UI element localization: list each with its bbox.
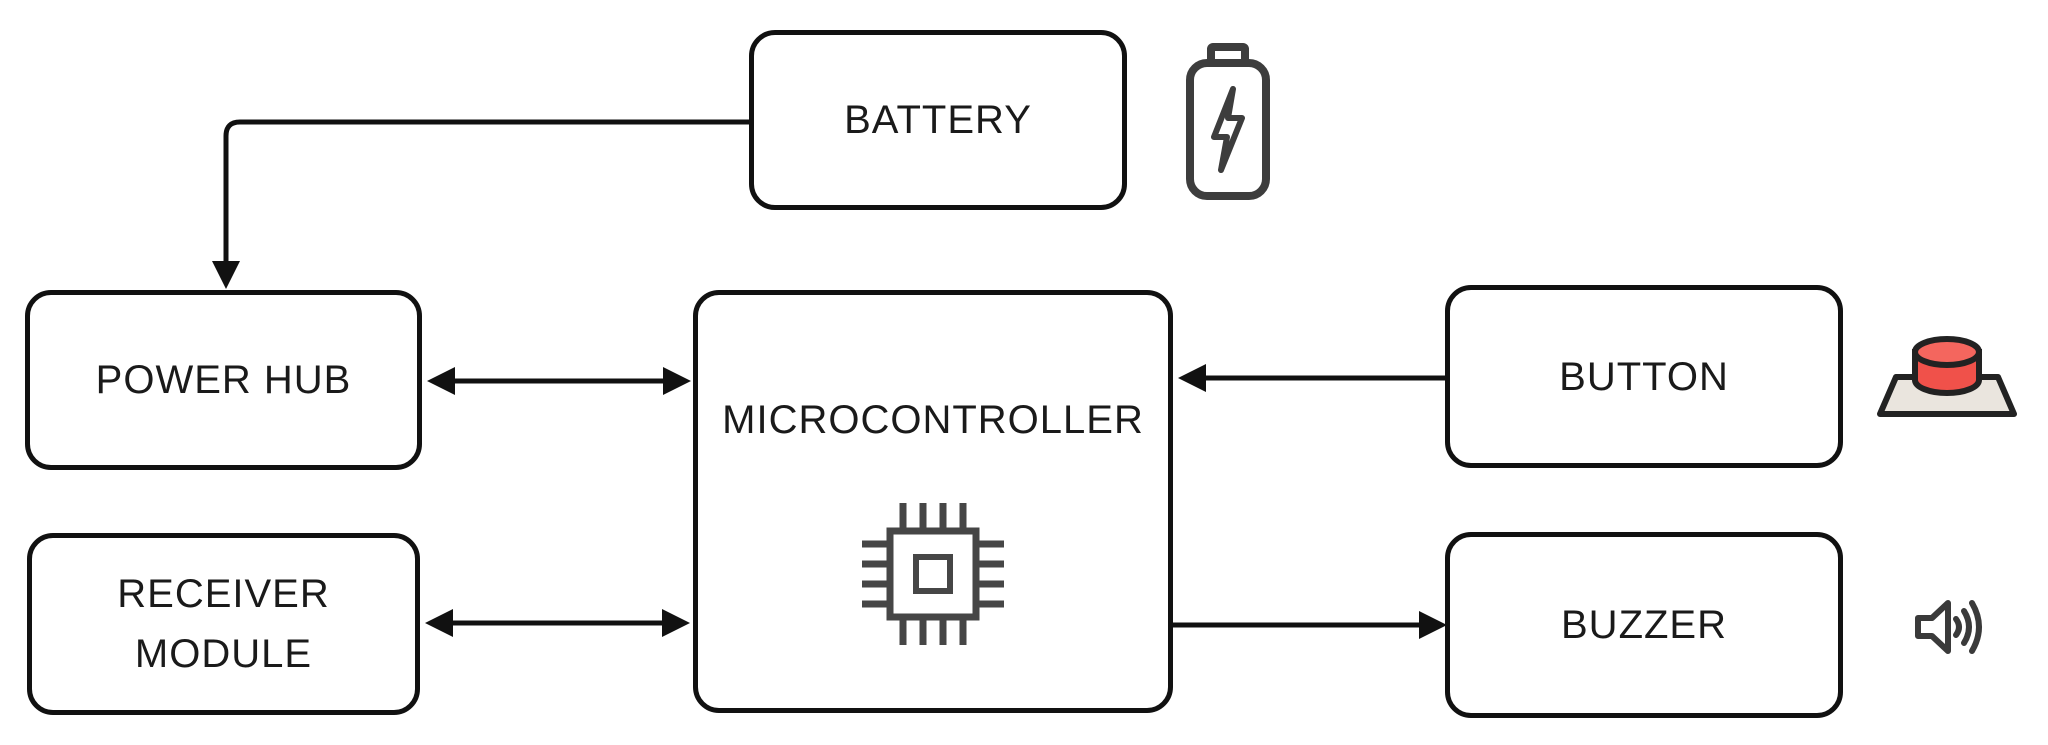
node-microcontroller: MICROCONTROLLER xyxy=(693,290,1173,713)
push-button-icon xyxy=(1877,336,2017,417)
edge-button-to-microcontroller xyxy=(1178,364,1445,392)
edge-battery-to-power-hub xyxy=(212,119,749,289)
node-buzzer: BUZZER xyxy=(1445,532,1843,718)
edge-power-hub-microcontroller xyxy=(427,367,691,395)
chip-icon xyxy=(862,503,1004,645)
node-power-hub-label: POWER HUB xyxy=(95,358,352,402)
node-battery: BATTERY xyxy=(749,30,1127,210)
node-buzzer-label: BUZZER xyxy=(1561,603,1727,647)
node-microcontroller-label: MICROCONTROLLER xyxy=(722,398,1144,442)
edge-receiver-module-microcontroller xyxy=(425,609,690,637)
node-receiver-module: RECEIVER MODULE xyxy=(27,533,420,715)
edge-microcontroller-to-buzzer xyxy=(1173,611,1447,639)
node-button-label: BUTTON xyxy=(1559,354,1729,399)
battery-icon xyxy=(1186,43,1270,200)
node-button: BUTTON xyxy=(1445,285,1843,468)
node-power-hub: POWER HUB xyxy=(25,290,422,470)
node-receiver-module-label: RECEIVER MODULE xyxy=(117,572,330,676)
speaker-icon xyxy=(1915,600,1982,654)
node-battery-label: BATTERY xyxy=(844,98,1032,142)
